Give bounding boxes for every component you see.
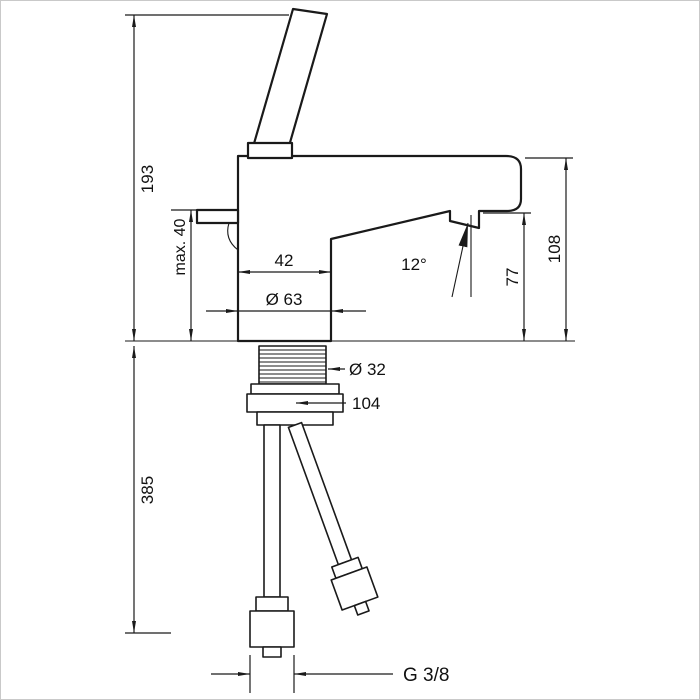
dim-label-63: Ø 63 [266,290,303,309]
hose-angled-braid [287,421,353,566]
handle-pivot [246,141,294,160]
dimension-spout-height: 77 [483,212,531,341]
faucet-body-outline [236,154,523,343]
hose-straight-braid [263,424,281,598]
dim-label-max40: max. 40 [172,218,189,275]
hose-straight [249,424,295,658]
dimension-outlet-height: 108 [525,157,573,341]
shank-thread-lines [259,349,326,383]
handle-lever [251,7,329,155]
dim-label-77: 77 [503,268,522,287]
angle-leader-line [451,222,469,298]
hose-angled [287,421,379,616]
dim-label-g38: G 3/8 [403,665,449,686]
dim-label-108: 108 [545,235,564,263]
drain-knob [195,208,240,225]
dimension-total-height: 193 [125,14,289,341]
dimension-thread: G 3/8 [211,655,453,693]
dimension-max-mounting: max. 40 [169,209,198,341]
dimension-shank-diameter: Ø 32 [328,357,389,383]
under-counter-assembly [246,345,344,426]
drain-knob-arm [227,222,239,251]
dim-label-32: Ø 32 [349,360,386,379]
dimension-spray-angle: 12° [398,215,472,298]
hose-straight-nut [249,610,295,648]
dim-label-12deg: 12° [401,255,427,274]
hose-straight-connector [255,596,289,612]
dim-label-385: 385 [138,476,157,504]
hose-straight-nipple [262,646,282,658]
dimension-hose-length: 385 [125,346,171,634]
dimension-base-diameter: Ø 63 [206,287,366,313]
hose-angled-nipple [353,600,370,616]
mounting-collar [256,411,334,426]
faucet [195,7,523,343]
dimension-body-depth: 42 [238,248,331,274]
dimension-shank-length: 104 [296,391,384,417]
mounting-washer [250,383,340,395]
dim-label-193: 193 [138,165,157,193]
dim-label-104: 104 [352,394,380,413]
dim-label-42: 42 [275,251,294,270]
